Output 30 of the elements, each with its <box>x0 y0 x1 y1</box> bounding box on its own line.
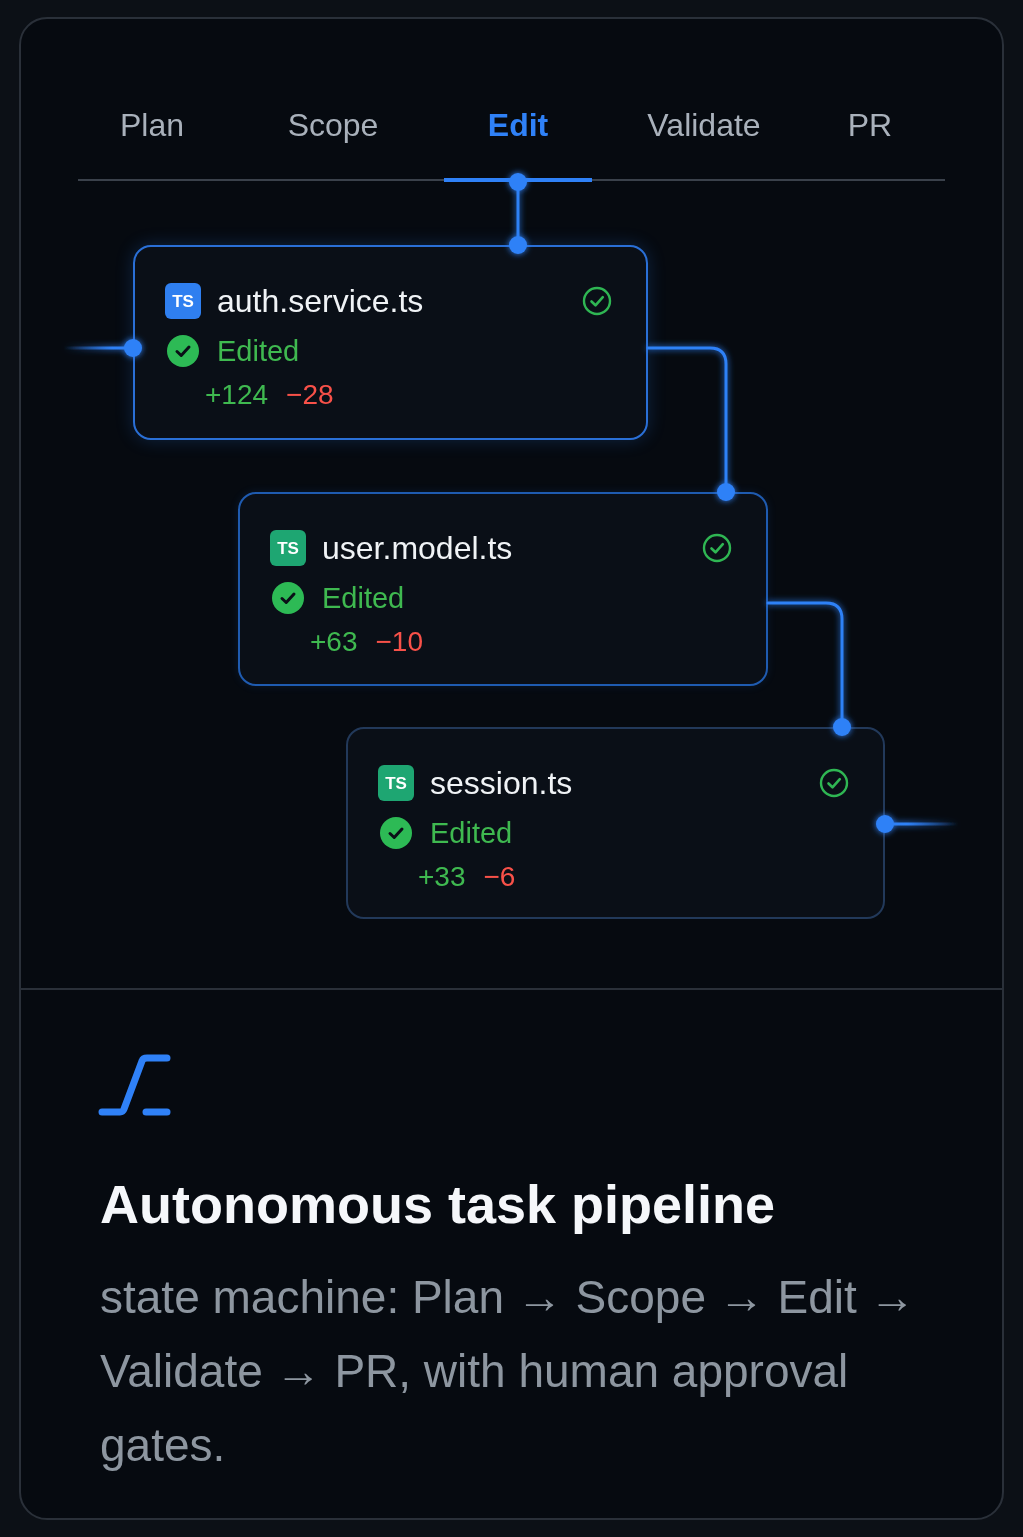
status-text: Edited <box>430 816 513 850</box>
connector-line <box>766 601 851 736</box>
step-label: Validate <box>647 106 761 144</box>
card-description: state machine: Plan → Scope → Edit → Validate → PR, with human approval gates. <box>100 1270 917 1473</box>
file-type-badge: TS <box>270 530 306 566</box>
card-title: Autonomous task pipeline <box>100 1173 776 1236</box>
step-label: Scope <box>287 106 379 144</box>
step-label: PR <box>847 106 893 144</box>
lines-added-count: +33 <box>418 860 466 894</box>
active-step-tab: Edit <box>444 98 592 182</box>
connector-line <box>646 346 735 501</box>
status-text: Edited <box>217 334 300 368</box>
connector-line <box>876 815 960 833</box>
file-card <box>238 492 768 686</box>
lines-removed-count: −10 <box>375 625 423 659</box>
lines-added-count: +63 <box>310 625 358 659</box>
file-type-badge: TS <box>378 765 414 801</box>
connector-line <box>509 173 527 254</box>
lines-added-count: +124 <box>205 378 269 412</box>
step-label: Plan <box>120 106 184 144</box>
file-card <box>346 727 885 919</box>
lines-removed-count: −28 <box>286 378 334 412</box>
file-name: user.model.ts <box>322 529 513 567</box>
status-text: Edited <box>322 581 405 615</box>
file-card <box>133 245 648 440</box>
lines-removed-count: −6 <box>483 860 516 894</box>
connector-line <box>62 339 142 357</box>
file-name: auth.service.ts <box>217 282 424 320</box>
file-name: session.ts <box>430 764 573 802</box>
file-type-badge: TS <box>165 283 201 319</box>
